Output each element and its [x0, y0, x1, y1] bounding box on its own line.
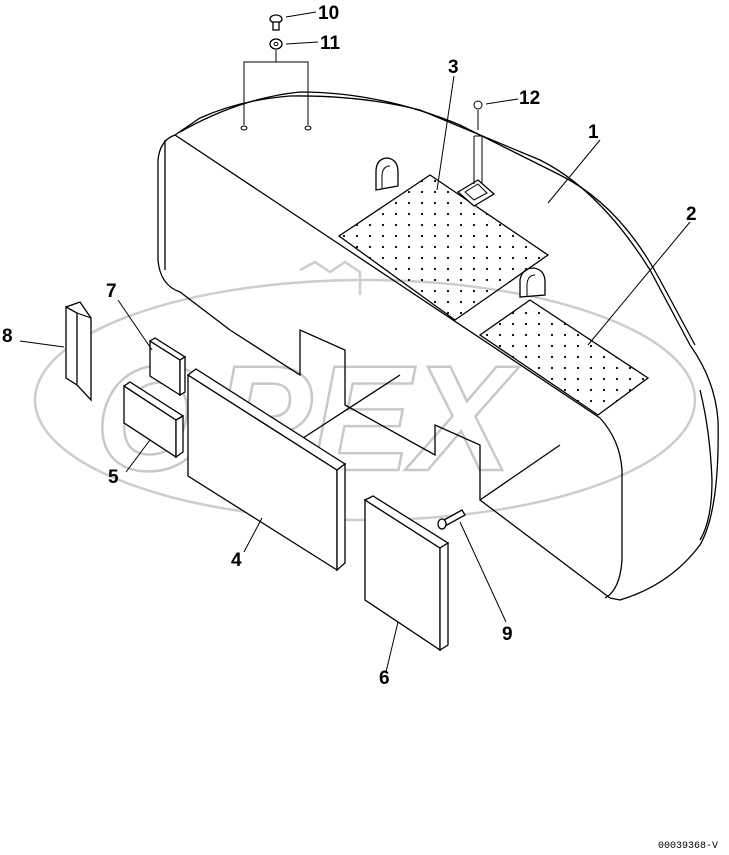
- perforated-plate-3: [337, 174, 550, 321]
- callout-7: 7: [106, 281, 117, 302]
- callout-10: 10: [318, 3, 339, 24]
- callout-6: 6: [379, 668, 390, 689]
- callout-8: 8: [2, 326, 13, 347]
- bolt-10: [269, 14, 283, 31]
- plate-6: [363, 495, 450, 652]
- block-8: [65, 301, 92, 402]
- block-5: [122, 381, 185, 459]
- callout-4: 4: [231, 550, 242, 571]
- callout-1: 1: [588, 122, 599, 143]
- callout-11: 11: [320, 33, 341, 54]
- drawing-code: 00039368-V: [658, 841, 718, 852]
- callout-2: 2: [686, 204, 697, 225]
- plate-4: [186, 368, 347, 572]
- block-7: [148, 337, 187, 397]
- bolt-9: [437, 509, 466, 530]
- callout-3: 3: [448, 57, 459, 78]
- bracket-12: [456, 100, 496, 207]
- washer-11: [269, 38, 283, 50]
- callout-12: 12: [519, 88, 540, 109]
- counterweight-body: [157, 91, 719, 601]
- callout-9: 9: [502, 624, 513, 645]
- leader-lines: [19, 11, 691, 673]
- perforated-plate-2: [478, 299, 650, 416]
- callout-5: 5: [108, 467, 119, 488]
